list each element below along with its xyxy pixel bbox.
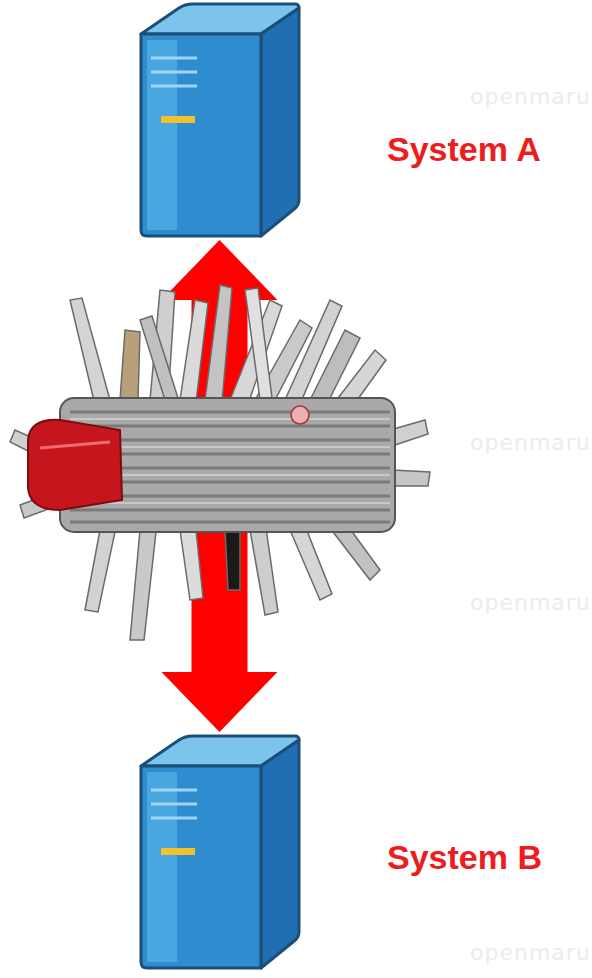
watermark: openmaru <box>470 430 591 455</box>
blade <box>205 285 232 402</box>
server-stripe <box>151 85 197 88</box>
server-node: System B <box>137 732 302 972</box>
server-side <box>261 740 299 968</box>
server-stripe <box>151 789 197 792</box>
server-front <box>141 766 261 968</box>
server-slot <box>161 116 195 123</box>
blade <box>120 330 140 400</box>
watermark: openmaru <box>470 590 591 615</box>
server-front-edge <box>147 772 177 962</box>
server-front <box>141 34 261 236</box>
system-label: System A <box>387 130 541 169</box>
server-icon <box>137 732 302 972</box>
knife-body <box>28 398 395 532</box>
blade <box>250 528 278 615</box>
server-slot <box>161 848 195 855</box>
system-label: System B <box>387 838 542 877</box>
blade <box>180 300 208 402</box>
server-stripe <box>151 817 197 820</box>
watermark: openmaru <box>470 940 591 965</box>
blade <box>180 530 203 600</box>
server-stripe <box>151 803 197 806</box>
server-stripe <box>151 57 197 60</box>
server-icon <box>137 0 302 240</box>
server-front-edge <box>147 40 177 230</box>
red-scale <box>28 420 122 510</box>
blade <box>140 316 178 400</box>
watermark: openmaru <box>470 84 591 109</box>
blade <box>70 298 110 405</box>
blade <box>245 288 272 400</box>
knife-rivet <box>291 406 309 424</box>
blade <box>130 530 156 640</box>
server-node: System A <box>137 0 302 240</box>
swiss-army-knife <box>0 260 440 660</box>
knife-blades-up <box>70 285 386 410</box>
hex-key <box>225 530 240 590</box>
server-stripe <box>151 71 197 74</box>
blade <box>85 530 115 612</box>
scale-shine <box>40 442 110 448</box>
knife-blades-down <box>85 522 380 640</box>
server-side <box>261 8 299 236</box>
blade <box>290 526 332 600</box>
